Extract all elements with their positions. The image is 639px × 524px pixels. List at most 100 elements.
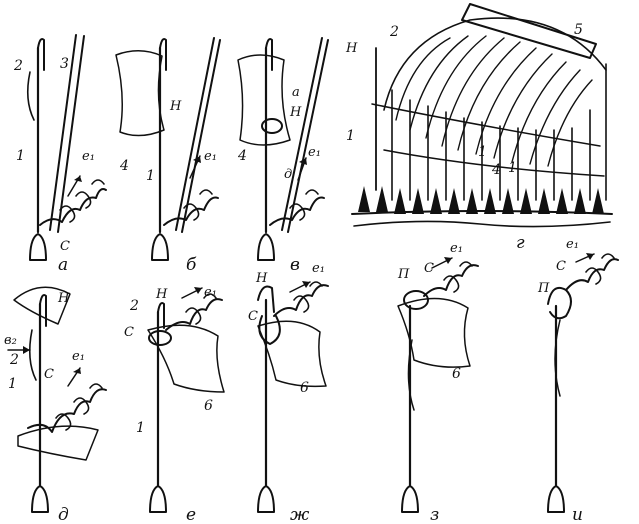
label-fabric: 6 bbox=[204, 398, 213, 414]
caption-g: г bbox=[516, 233, 525, 253]
panel-g: Н 2 1 5 1 4 1 г bbox=[345, 3, 613, 253]
loop-chain-detail bbox=[293, 281, 323, 313]
caption-v: в bbox=[290, 255, 300, 275]
loop-chain bbox=[163, 196, 219, 226]
bar-rod-edge bbox=[57, 35, 85, 233]
frame-bar bbox=[461, 3, 597, 59]
move-arrowhead bbox=[194, 287, 202, 294]
label-loop: С bbox=[248, 309, 258, 324]
loop-chain-detail bbox=[185, 293, 217, 325]
label-hook: 2 bbox=[389, 24, 399, 40]
stitch-loop-p bbox=[403, 290, 429, 310]
needle-butt bbox=[547, 485, 565, 513]
needle-hook bbox=[37, 38, 45, 71]
fabric-piece bbox=[147, 324, 225, 393]
label-point: Н bbox=[57, 291, 70, 306]
loop-chain bbox=[27, 388, 107, 433]
fabric-piece bbox=[115, 50, 165, 137]
label-needle: 1 bbox=[346, 128, 355, 144]
label-loop: С bbox=[556, 259, 566, 274]
panel-i: С П е₁ и bbox=[537, 237, 619, 524]
fabric-piece bbox=[257, 320, 327, 388]
label-frame: 5 bbox=[574, 22, 583, 38]
fabric-piece bbox=[237, 54, 291, 146]
panel-v: а Н 4 д е₁ в bbox=[237, 37, 329, 275]
panel-zh: Н С е₁ 6 ж bbox=[248, 261, 329, 524]
caption-i: и bbox=[572, 505, 583, 524]
fabric-piece-bottom bbox=[17, 425, 99, 461]
label-move: е₁ bbox=[72, 349, 85, 364]
move-arrowhead bbox=[586, 253, 594, 260]
label-hook: 2 bbox=[129, 298, 139, 314]
needle-row bbox=[375, 47, 607, 201]
needle-butt bbox=[257, 485, 275, 513]
label-needle: 1 bbox=[146, 168, 155, 184]
move-in-arrowhead bbox=[23, 346, 30, 354]
label-loop: С bbox=[60, 239, 70, 254]
bar-rod-edge bbox=[181, 39, 221, 233]
label-hook: 2 bbox=[13, 58, 23, 74]
label-move-in: в₂ bbox=[4, 333, 17, 348]
label-loop-p: П bbox=[397, 267, 410, 282]
caption-z: з bbox=[430, 505, 439, 524]
caption-e: е bbox=[186, 505, 196, 524]
loop-chain-detail bbox=[59, 179, 105, 223]
label-needle-b: 1 bbox=[478, 144, 487, 160]
label-mark-d: д bbox=[284, 167, 292, 182]
label-fabric: 6 bbox=[452, 366, 461, 382]
yarn-end bbox=[407, 339, 415, 411]
bar-rod bbox=[175, 37, 215, 231]
needle-butt bbox=[401, 485, 419, 513]
label-point: Н bbox=[155, 287, 168, 302]
caption-a: а bbox=[58, 255, 68, 275]
label-loop-p: П bbox=[537, 281, 550, 296]
label-move: е₁ bbox=[204, 285, 217, 300]
caption-d: д bbox=[58, 505, 69, 524]
needle-hook bbox=[257, 285, 275, 313]
panel-b: Н 4 1 е₁ б bbox=[115, 37, 221, 275]
label-point: Н bbox=[289, 105, 302, 120]
label-mark-a: а bbox=[292, 85, 300, 100]
label-needle: 1 bbox=[136, 420, 145, 436]
label-bar: 3 bbox=[60, 56, 69, 72]
label-move: е₁ bbox=[204, 149, 217, 164]
label-move: е₁ bbox=[308, 145, 321, 160]
loop-chain bbox=[273, 284, 329, 317]
stitch-loop-p bbox=[547, 286, 572, 320]
label-needle: 1 bbox=[8, 376, 17, 392]
sinker-base bbox=[351, 210, 613, 215]
panel-a: 2 3 1 е₁ С а bbox=[13, 34, 107, 275]
label-point: Н bbox=[169, 99, 182, 114]
label-fabric: 4 bbox=[119, 158, 129, 174]
hook-dome-outline bbox=[383, 17, 607, 111]
panel-z: П С е₁ 6 з bbox=[397, 241, 479, 524]
loop-chain-detail bbox=[289, 189, 319, 221]
hook-wire bbox=[28, 329, 37, 381]
loop-chain-detail bbox=[55, 383, 103, 431]
needle-butt bbox=[31, 485, 49, 513]
move-arrowhead bbox=[302, 281, 310, 288]
label-loop: С bbox=[124, 325, 134, 340]
label-move: е₁ bbox=[566, 237, 579, 252]
move-arrowhead bbox=[299, 158, 307, 165]
needle-hook bbox=[157, 302, 165, 329]
bar-rod bbox=[49, 34, 77, 231]
needle-hook bbox=[159, 38, 167, 71]
caption-zh: ж bbox=[290, 505, 310, 524]
stitch-loop bbox=[258, 315, 281, 345]
needle-butt bbox=[29, 233, 47, 261]
loop-chain-detail bbox=[585, 253, 615, 285]
panel-e: Н 2 С е₁ 6 1 е bbox=[124, 285, 225, 524]
label-point: Н bbox=[255, 271, 268, 286]
sinker-teeth bbox=[358, 186, 604, 214]
label-fabric: 4 bbox=[237, 148, 247, 164]
needle-butt bbox=[151, 233, 169, 261]
label-hook: 2 bbox=[9, 352, 19, 368]
bar-rod-edge bbox=[287, 39, 329, 233]
stitch-row bbox=[353, 220, 611, 228]
move-arrowhead bbox=[74, 176, 82, 182]
loop-chain-detail bbox=[443, 261, 473, 293]
label-point: Н bbox=[345, 41, 358, 56]
label-needle: 1 bbox=[16, 148, 25, 164]
yarn-end bbox=[554, 319, 561, 397]
